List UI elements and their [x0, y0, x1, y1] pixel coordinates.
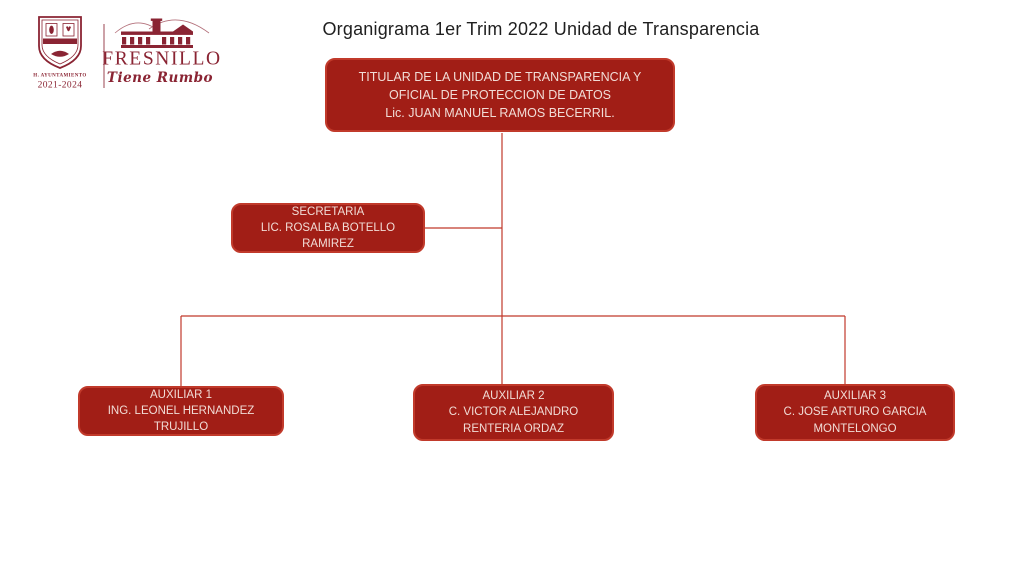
org-node-secretaria: SECRETARIA LIC. ROSALBA BOTELLO RAMIREZ: [231, 203, 425, 253]
node-person: C. VICTOR ALEJANDRO RENTERIA ORDAZ: [448, 406, 579, 435]
municipal-logo: H. AYUNTAMIENTO 2021-2024: [25, 10, 235, 105]
org-node-titular: TITULAR DE LA UNIDAD DE TRANSPARENCIA Y …: [325, 58, 675, 132]
page-title: Organigrama 1er Trim 2022 Unidad de Tran…: [322, 19, 760, 39]
seal-caption-line1: H. AYUNTAMIENTO: [33, 74, 86, 79]
org-node-auxiliar-3: AUXILIAR 3 C. JOSE ARTURO GARCIA MONTELO…: [755, 384, 955, 441]
city-seal-icon: [38, 16, 82, 69]
node-role: AUXILIAR 1: [150, 388, 212, 401]
fresnillo-building-icon: [114, 18, 210, 48]
node-role: AUXILIAR 3: [824, 390, 886, 403]
org-node-auxiliar-2: AUXILIAR 2 C. VICTOR ALEJANDRO RENTERIA …: [413, 384, 614, 441]
node-person: ING. LEONEL HERNANDEZ TRUJILLO: [107, 404, 255, 434]
seal-caption-line2: 2021-2024: [38, 81, 83, 91]
node-person: C. JOSE ARTURO GARCIA MONTELONGO: [783, 406, 927, 435]
org-node-auxiliar-1: AUXILIAR 1 ING. LEONEL HERNANDEZ TRUJILL…: [78, 386, 284, 436]
brand-wordmark: FRESNILLO: [102, 49, 222, 70]
node-role: AUXILIAR 2: [482, 390, 545, 403]
brand-tagline: Tiene Rumbo: [107, 70, 213, 86]
node-role: SECRETARIA: [291, 205, 365, 218]
node-role: TITULAR DE LA UNIDAD DE TRANSPARENCIA Y …: [358, 69, 642, 102]
node-person: Lic. JUAN MANUEL RAMOS BECERRIL.: [385, 106, 615, 121]
node-person: LIC. ROSALBA BOTELLO RAMIREZ: [260, 221, 396, 251]
